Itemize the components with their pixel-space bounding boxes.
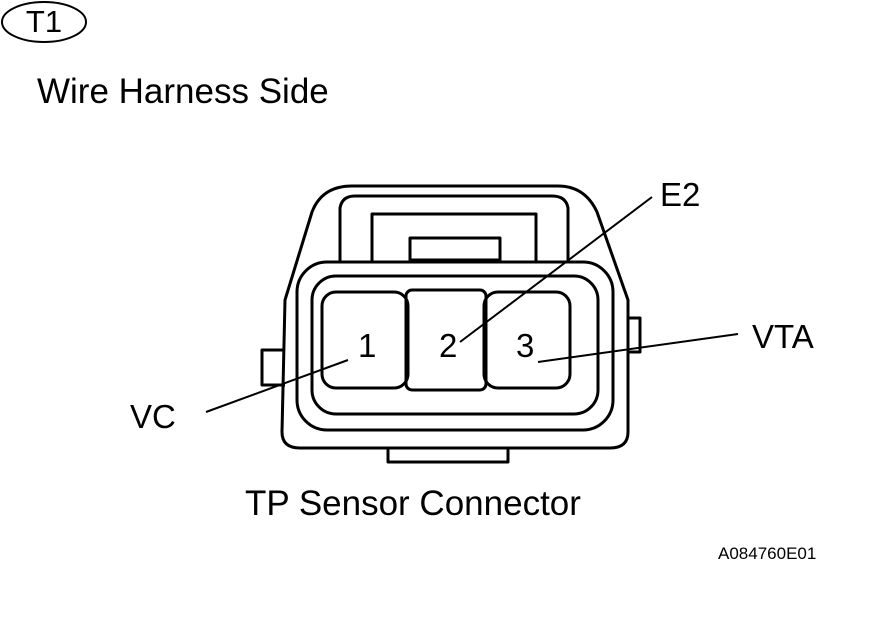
tag-label: T1 xyxy=(25,4,63,39)
housing-outline xyxy=(280,184,630,450)
lock-inner xyxy=(370,212,538,262)
housing-left-ear xyxy=(260,348,285,387)
pin-number-1: 1 xyxy=(358,327,376,364)
frame-inner xyxy=(310,274,600,416)
connector-caption: TP Sensor Connector xyxy=(245,484,581,523)
leader-vta xyxy=(537,333,739,363)
frame-outer xyxy=(295,260,615,432)
tag-ellipse xyxy=(1,1,87,43)
signal-label-vta: VTA xyxy=(752,318,814,355)
connector-tag: T1 xyxy=(0,0,88,44)
lock-outer xyxy=(338,194,570,262)
cavity-2 xyxy=(404,288,488,392)
diagram-heading: Wire Harness Side xyxy=(37,72,329,111)
housing-right-ear xyxy=(628,316,642,354)
bottom-tab xyxy=(386,448,510,464)
cavity-1 xyxy=(320,290,410,390)
pin-number-2: 2 xyxy=(439,327,457,364)
signal-label-vc: VC xyxy=(130,398,176,435)
lock-tab xyxy=(408,236,502,262)
leader-vc xyxy=(205,359,349,413)
figure-id: A084760E01 xyxy=(718,544,817,563)
leader-e2 xyxy=(459,196,653,343)
pin-number-3: 3 xyxy=(516,327,534,364)
signal-label-e2: E2 xyxy=(660,176,700,213)
